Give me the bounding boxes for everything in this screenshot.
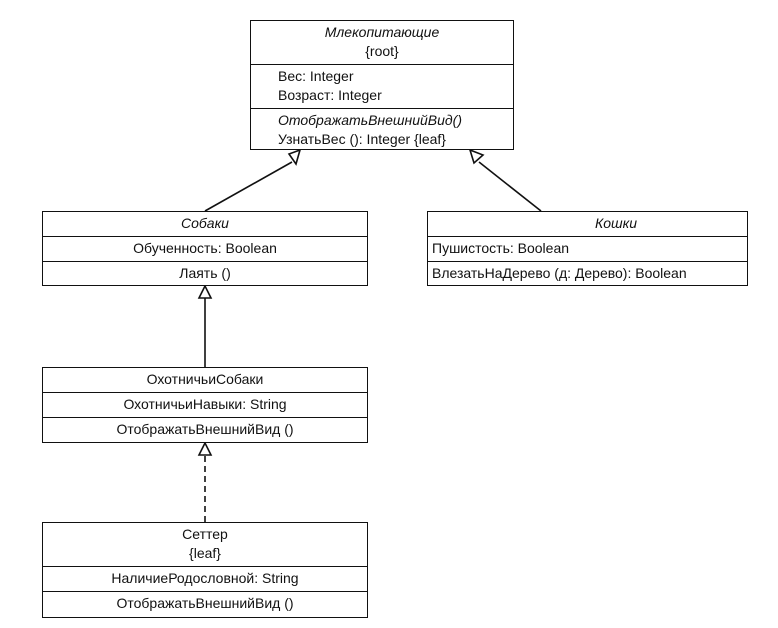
operation: ОтображатьВнешнийВид () xyxy=(116,421,294,437)
class-mammals: Млекопитающие {root} Вес: Integer Возрас… xyxy=(250,20,514,150)
operation: Лаять () xyxy=(179,265,231,281)
class-dogs: Собаки Обученность: Boolean Лаять () xyxy=(42,211,368,286)
attribute: ОхотничьиНавыки: String xyxy=(123,396,287,412)
class-hunting-dogs-operations: ОтображатьВнешнийВид () xyxy=(43,417,367,442)
edge-cats-to-mammals xyxy=(478,161,542,212)
class-cats-header: Кошки xyxy=(428,212,747,236)
class-setter-header: Сеттер {leaf} xyxy=(43,523,367,566)
class-setter-attributes: НаличиеРодословной: String xyxy=(43,566,367,591)
class-hunting-dogs: ОхотничьиСобаки ОхотничьиНавыки: String … xyxy=(42,367,368,443)
class-mammals-name: Млекопитающие xyxy=(324,24,440,40)
attribute: НаличиеРодословной: String xyxy=(111,570,299,586)
class-mammals-header: Млекопитающие {root} xyxy=(251,21,513,64)
class-setter: Сеттер {leaf} НаличиеРодословной: String… xyxy=(42,522,368,618)
attribute: Возраст: Integer xyxy=(278,87,382,103)
class-cats-attributes: Пушистость: Boolean xyxy=(428,236,747,261)
class-setter-name: Сеттер xyxy=(182,526,228,542)
inheritance-arrowhead-icon xyxy=(468,148,485,165)
class-mammals-attributes: Вес: Integer Возраст: Integer xyxy=(251,64,513,108)
class-hunting-dogs-name: ОхотничьиСобаки xyxy=(146,371,264,387)
class-hunting-dogs-header: ОхотничьиСобаки xyxy=(43,368,367,392)
operation: ВлезатьНаДерево (д: Дерево): Boolean xyxy=(432,265,687,281)
class-setter-operations: ОтображатьВнешнийВид () xyxy=(43,591,367,616)
inheritance-arrowhead-icon xyxy=(287,148,302,166)
class-cats-operations: ВлезатьНаДерево (д: Дерево): Boolean xyxy=(428,261,747,286)
class-cats: Кошки Пушистость: Boolean ВлезатьНаДерев… xyxy=(427,211,748,286)
operation: УзнатьВес (): Integer {leaf} xyxy=(278,131,446,147)
class-cats-name: Кошки xyxy=(594,215,637,231)
class-mammals-operations: ОтображатьВнешнийВид() УзнатьВес (): Int… xyxy=(251,108,513,152)
inheritance-arrowhead-icon xyxy=(197,441,213,456)
edge-dogs-to-mammals xyxy=(204,161,293,212)
attribute: Обученность: Boolean xyxy=(133,240,277,256)
class-dogs-operations: Лаять () xyxy=(43,261,367,286)
operation: ОтображатьВнешнийВид () xyxy=(116,595,294,611)
operation: ОтображатьВнешнийВид() xyxy=(278,112,462,128)
class-dogs-name: Собаки xyxy=(181,215,229,231)
attribute: Вес: Integer xyxy=(278,68,354,84)
class-setter-stereotype: {leaf} xyxy=(189,545,221,561)
class-mammals-stereotype: {root} xyxy=(365,43,399,59)
class-dogs-header: Собаки xyxy=(43,212,367,236)
class-dogs-attributes: Обученность: Boolean xyxy=(43,236,367,261)
class-hunting-dogs-attributes: ОхотничьиНавыки: String xyxy=(43,392,367,417)
attribute: Пушистость: Boolean xyxy=(432,240,570,256)
inheritance-arrowhead-icon xyxy=(197,284,213,299)
